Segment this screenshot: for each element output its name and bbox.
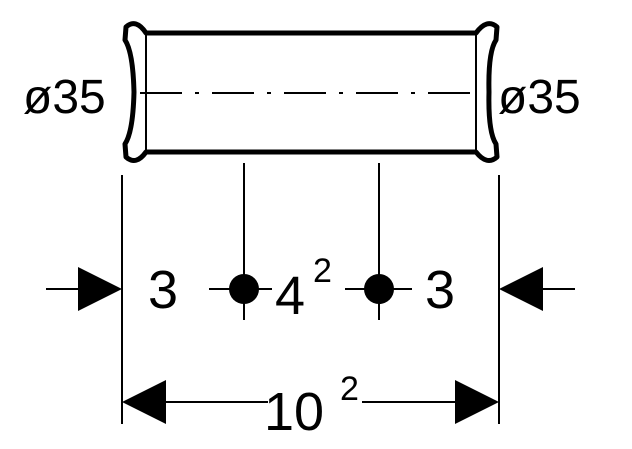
dimension-dot-left	[229, 274, 259, 304]
pipe-fitting	[122, 21, 500, 164]
arrow-right-inward	[499, 267, 543, 311]
dimension-label-left: 3	[148, 260, 178, 320]
total-dimension-label-superscript: 2	[340, 370, 359, 408]
total-dimension-row: 10 2	[122, 370, 499, 442]
segment-dimension-row: 3 4 2 3	[46, 252, 575, 326]
dimension-label-right: 3	[425, 260, 455, 320]
dimension-label-middle-superscript: 2	[313, 252, 332, 290]
arrow-left-inward	[78, 267, 122, 311]
total-dimension-label: 10	[264, 382, 324, 442]
arrow-total-right	[455, 380, 499, 424]
arrow-total-left	[122, 380, 166, 424]
dimension-label-middle: 4	[275, 266, 305, 326]
diameter-label-right: ø35	[498, 71, 581, 124]
dimension-dot-right	[364, 274, 394, 304]
diameter-label-left: ø35	[23, 71, 106, 124]
